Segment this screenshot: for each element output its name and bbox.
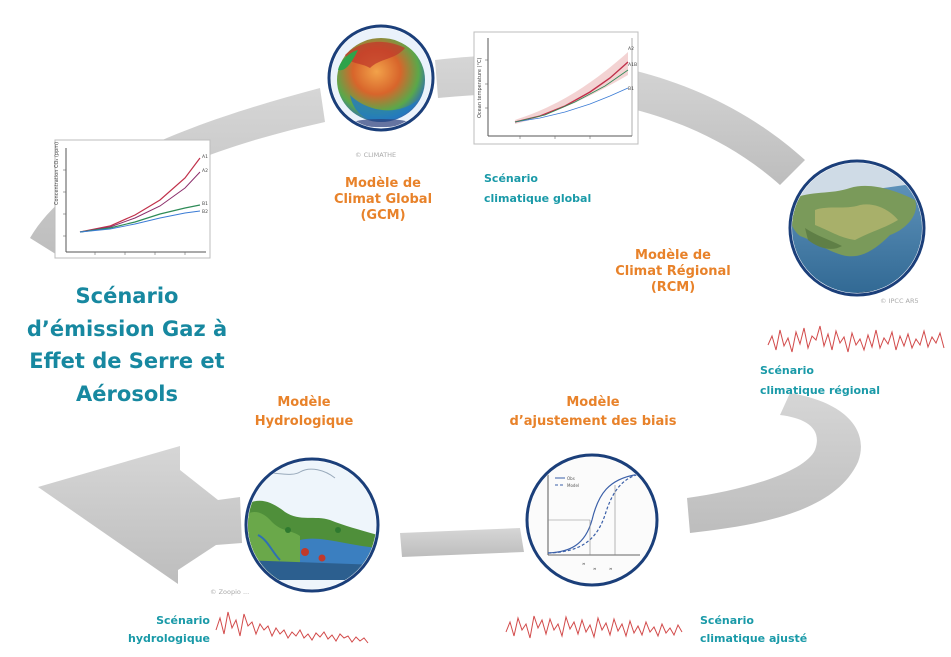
svg-text:B1: B1 <box>628 86 634 92</box>
arrow-segment-bottom-middle <box>400 528 524 557</box>
regional-scenario-line1: Scénario <box>760 364 814 377</box>
emission-chart-ylabel: Concentration CO₂ (ppm) <box>54 142 60 205</box>
global-scenario-line1: Scénario <box>484 172 538 185</box>
svg-text:A2: A2 <box>202 168 208 174</box>
svg-text:Obs: Obs <box>567 476 575 481</box>
emission-scenario-label: Scénario d’émission Gaz à Effet de Serre… <box>4 280 250 410</box>
svg-text:Ocean temperature (°C): Ocean temperature (°C) <box>477 57 483 118</box>
globe-icon <box>327 24 435 132</box>
arrow-segment-bottom-left <box>38 446 242 584</box>
bias-label-line1: Modèle <box>566 395 620 410</box>
emission-line2: d’émission Gaz à <box>26 316 228 341</box>
global-scenario-line2: climatique global <box>484 192 592 206</box>
hydro-label-line1: Modèle <box>277 395 331 410</box>
regional-signal-trace <box>767 325 945 353</box>
global-scenario-label: Scénario climatique global <box>484 172 634 206</box>
hydro-label: Modèle Hydrologique <box>234 395 374 430</box>
gcm-credit: © CLIMATHE <box>355 151 396 159</box>
rcm-label-line3: (RCM) <box>650 279 696 295</box>
rcm-label-line1: Modèle de <box>635 248 711 263</box>
gcm-label-line2: Climat Global <box>333 191 433 207</box>
hydro-signal-trace <box>215 611 369 644</box>
hydro-credit: © Zoopio ... <box>210 588 249 596</box>
svg-text:B1: B1 <box>202 201 208 207</box>
adjusted-scenario-line2: climatique ajusté <box>700 632 808 646</box>
bias-label-line2: d’ajustement des biais <box>509 413 677 429</box>
gcm-label: Modèle de Climat Global (GCM) <box>318 176 448 224</box>
rcm-credit: © IPCC AR5 <box>880 297 919 305</box>
svg-text:A1: A1 <box>202 154 208 160</box>
adjusted-scenario-label: Scénario climatique ajusté <box>700 614 850 646</box>
svg-text:B2: B2 <box>202 209 208 215</box>
emission-line3: Effet de Serre et <box>29 349 225 374</box>
hydro-scenario-line1: Scénario <box>156 614 210 627</box>
adjusted-signal-trace <box>505 615 683 639</box>
emission-line1: Scénario <box>75 284 179 308</box>
rcm-label: Modèle de Climat Régional (RCM) <box>598 248 748 296</box>
hydro-scenario-line2: hydrologique <box>128 632 210 646</box>
regional-scenario-line2: climatique régional <box>760 384 881 398</box>
arrow-segment-right <box>687 393 861 533</box>
svg-text:x: x <box>608 567 613 570</box>
arrow-segment-top-left <box>30 88 325 258</box>
hydro-scenario-label: Scénario hydrologique <box>120 614 210 646</box>
bias-label: Modèle d’ajustement des biais <box>493 395 693 430</box>
svg-text:A1B: A1B <box>628 62 637 68</box>
adjusted-scenario-line1: Scénario <box>700 614 754 627</box>
gcm-label-line3: (GCM) <box>360 207 406 223</box>
europe-terrain-block-icon <box>788 159 926 297</box>
svg-text:Model: Model <box>567 483 579 488</box>
svg-text:A2: A2 <box>628 46 634 52</box>
hydro-label-line2: Hydrologique <box>254 413 354 429</box>
gcm-label-line1: Modèle de <box>345 176 421 191</box>
regional-scenario-label: Scénario climatique régional <box>760 364 920 398</box>
svg-text:x: x <box>581 562 586 565</box>
svg-text:x: x <box>592 567 597 570</box>
hydrology-landscape-icon <box>244 457 380 593</box>
rcm-label-line2: Climat Régional <box>615 263 731 279</box>
emission-line4: Aérosols <box>76 381 178 406</box>
